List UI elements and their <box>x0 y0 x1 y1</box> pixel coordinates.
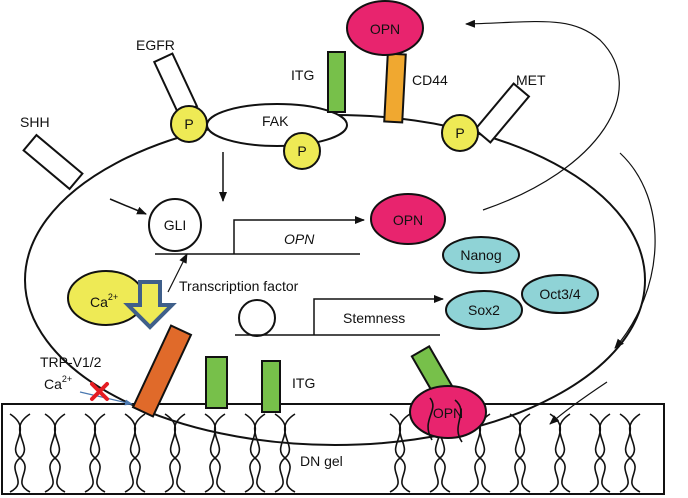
trp-channel <box>131 324 193 418</box>
cd44-receptor <box>383 52 407 124</box>
fak-p-label: P <box>297 143 306 159</box>
downstream-arrow-2 <box>549 381 608 425</box>
gel-fiber <box>84 413 106 493</box>
shh-label: SHH <box>20 114 50 130</box>
itg-bottom-label: ITG <box>292 375 315 391</box>
opn-promoter-arrow <box>233 216 365 254</box>
block-x-icon <box>90 382 109 401</box>
fak-label: FAK <box>262 113 289 129</box>
gel-fibers <box>9 413 641 493</box>
oct34-label: Oct3/4 <box>539 286 580 302</box>
gel-fiber <box>164 413 186 493</box>
gel-fiber <box>9 413 31 493</box>
opn-gel-bound <box>409 385 487 439</box>
opn-mid-label: OPN <box>393 212 423 228</box>
gel-fiber <box>619 413 641 493</box>
gel-fiber <box>589 413 611 493</box>
met-receptor <box>473 82 531 144</box>
met-p-label: P <box>455 125 464 141</box>
nanog-factor <box>442 236 520 274</box>
trp-label: TRP-V1/2 <box>40 354 102 370</box>
gel-fiber <box>274 413 296 493</box>
sox2-label: Sox2 <box>468 302 500 318</box>
gel-fiber <box>244 413 266 493</box>
dn-gel-label: DN gel <box>300 453 343 469</box>
gel-fiber <box>204 413 226 493</box>
itg-bottom-receptor-1 <box>205 356 228 409</box>
sox2-factor <box>445 290 523 330</box>
downstream-arrow-1 <box>614 152 656 349</box>
calcium-label: Ca2+ <box>90 292 118 310</box>
gli-label: GLI <box>164 217 187 233</box>
tf-circle <box>238 299 276 337</box>
opn-top-label: OPN <box>370 21 400 37</box>
stemness-label: Stemness <box>343 310 405 326</box>
egfr-label: EGFR <box>136 37 175 53</box>
itg-top-label: ITG <box>291 67 314 83</box>
cd44-label: CD44 <box>412 72 448 88</box>
calcium-influx-arrow <box>123 280 177 330</box>
tf-to-gli-arrow <box>167 253 188 293</box>
gel-fiber <box>549 413 571 493</box>
opn-gene-label: OPN <box>284 231 315 247</box>
opn-extracellular <box>346 0 424 56</box>
itg-top-receptor <box>327 51 346 113</box>
nanog-label: Nanog <box>460 247 501 263</box>
opn-gel-label: OPN <box>433 405 463 421</box>
opn-intracellular <box>370 193 446 245</box>
oct34-factor <box>521 274 599 314</box>
opn-secretion-arrow <box>465 19 620 211</box>
shh-to-gli-arrow <box>109 198 147 215</box>
egfr-phospho <box>170 105 208 143</box>
gel-fiber <box>509 413 531 493</box>
gel-fiber <box>124 413 146 493</box>
stemness-promoter-arrow <box>313 295 444 335</box>
egfr-p-label: P <box>184 116 193 132</box>
calcium-extracellular-label: Ca2+ <box>44 374 72 392</box>
fak-phospho <box>283 132 321 170</box>
gel-fiber <box>44 413 66 493</box>
gel-fiber <box>389 413 411 493</box>
itg-bottom-receptor-2 <box>261 360 281 413</box>
opn-overlay-fibers <box>427 397 463 443</box>
transcription-factor-label: Transcription factor <box>179 278 299 294</box>
met-phospho <box>441 114 479 152</box>
met-label: MET <box>516 72 546 88</box>
shh-receptor <box>22 133 84 191</box>
gli-circle <box>148 198 202 252</box>
